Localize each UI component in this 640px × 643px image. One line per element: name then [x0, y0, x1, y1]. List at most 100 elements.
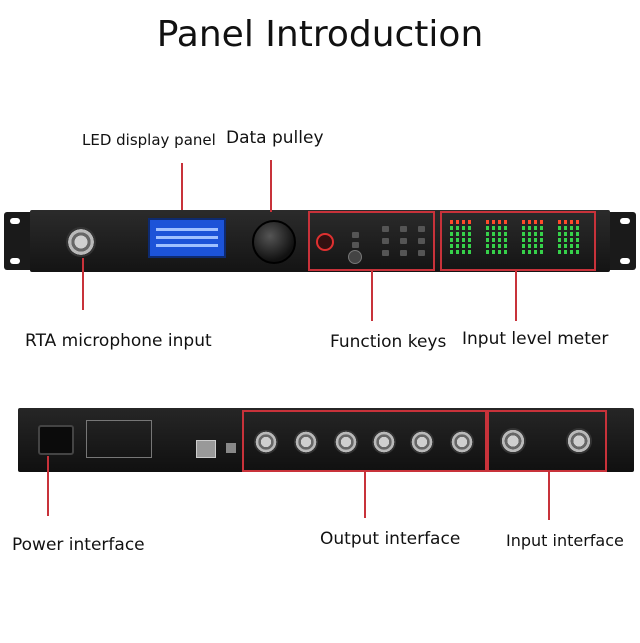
- output-xlr: [450, 430, 474, 454]
- meter-segment: [468, 250, 471, 254]
- meter-segment: [498, 232, 501, 236]
- leader-output: [364, 472, 366, 518]
- meter-segment: [468, 244, 471, 248]
- output-xlr: [334, 430, 358, 454]
- meter-segment: [540, 226, 543, 230]
- function-key[interactable]: [382, 226, 389, 232]
- meter-segment: [462, 238, 465, 242]
- output-xlr: [294, 430, 318, 454]
- meter-segment: [468, 220, 471, 224]
- meter-segment: [450, 226, 453, 230]
- meter-segment: [504, 244, 507, 248]
- function-key[interactable]: [400, 250, 407, 256]
- label-input-meter: Input level meter: [462, 329, 609, 349]
- meter-segment: [486, 220, 489, 224]
- function-key[interactable]: [418, 226, 425, 232]
- label-input: Input interface: [506, 531, 624, 550]
- meter-segment: [528, 250, 531, 254]
- meter-segment: [564, 220, 567, 224]
- input-level-meter: [446, 216, 592, 266]
- label-power: Power interface: [12, 535, 145, 555]
- meter-segment: [504, 250, 507, 254]
- meter-segment: [456, 244, 459, 248]
- input-xlr: [500, 428, 526, 454]
- input-xlr: [566, 428, 592, 454]
- meter-segment: [522, 220, 525, 224]
- meter-segment: [522, 226, 525, 230]
- meter-segment: [462, 244, 465, 248]
- data-pulley-knob[interactable]: [252, 220, 296, 264]
- rack-ear-right: [606, 212, 636, 270]
- meter-segment: [522, 244, 525, 248]
- meter-segment: [498, 238, 501, 242]
- meter-segment: [576, 244, 579, 248]
- meter-segment: [456, 250, 459, 254]
- function-key[interactable]: [382, 238, 389, 244]
- leader-data-pulley: [270, 160, 272, 212]
- output-xlr: [410, 430, 434, 454]
- meter-segment: [462, 250, 465, 254]
- meter-segment: [468, 238, 471, 242]
- meter-segment: [570, 238, 573, 242]
- meter-segment: [534, 232, 537, 236]
- meter-segment: [564, 226, 567, 230]
- label-data-pulley: Data pulley: [226, 128, 324, 148]
- meter-segment: [540, 220, 543, 224]
- meter-segment: [522, 238, 525, 242]
- meter-segment: [492, 238, 495, 242]
- meter-segment: [528, 238, 531, 242]
- function-key-round[interactable]: [348, 250, 362, 264]
- meter-segment: [534, 238, 537, 242]
- function-key[interactable]: [400, 238, 407, 244]
- meter-segment: [504, 220, 507, 224]
- meter-segment: [564, 232, 567, 236]
- meter-segment: [450, 232, 453, 236]
- function-key[interactable]: [418, 238, 425, 244]
- label-output: Output interface: [320, 529, 461, 549]
- meter-segment: [564, 238, 567, 242]
- function-keys-frame: [308, 211, 435, 271]
- label-rta-mic: RTA microphone input: [25, 331, 212, 351]
- rta-mic-xlr-jack: [66, 227, 96, 257]
- meter-segment: [486, 244, 489, 248]
- meter-segment: [492, 250, 495, 254]
- meter-segment: [504, 226, 507, 230]
- page-title: Panel Introduction: [156, 14, 484, 55]
- meter-segment: [564, 250, 567, 254]
- leader-rta-mic: [82, 258, 84, 310]
- meter-segment: [558, 226, 561, 230]
- ethernet-port: [196, 440, 216, 458]
- function-key[interactable]: [400, 226, 407, 232]
- function-key[interactable]: [418, 250, 425, 256]
- meter-segment: [564, 244, 567, 248]
- power-socket: [38, 425, 74, 455]
- meter-segment: [492, 226, 495, 230]
- meter-segment: [468, 226, 471, 230]
- meter-segment: [492, 220, 495, 224]
- meter-segment: [558, 244, 561, 248]
- meter-segment: [450, 250, 453, 254]
- meter-segment: [570, 226, 573, 230]
- meter-segment: [498, 220, 501, 224]
- meter-segment: [558, 220, 561, 224]
- meter-segment: [534, 226, 537, 230]
- meter-segment: [540, 232, 543, 236]
- meter-segment: [504, 238, 507, 242]
- meter-segment: [522, 250, 525, 254]
- function-key[interactable]: [382, 250, 389, 256]
- meter-segment: [576, 232, 579, 236]
- power-key[interactable]: [316, 233, 334, 251]
- caution-label: [86, 420, 152, 458]
- rear-panel: [18, 408, 634, 472]
- meter-segment: [534, 220, 537, 224]
- meter-segment: [522, 232, 525, 236]
- meter-segment: [456, 226, 459, 230]
- meter-segment: [450, 244, 453, 248]
- function-key[interactable]: [352, 242, 359, 248]
- meter-segment: [570, 250, 573, 254]
- meter-segment: [450, 220, 453, 224]
- leader-input-meter: [515, 271, 517, 321]
- lcd-display: [148, 218, 226, 258]
- function-key[interactable]: [352, 232, 359, 238]
- meter-segment: [576, 220, 579, 224]
